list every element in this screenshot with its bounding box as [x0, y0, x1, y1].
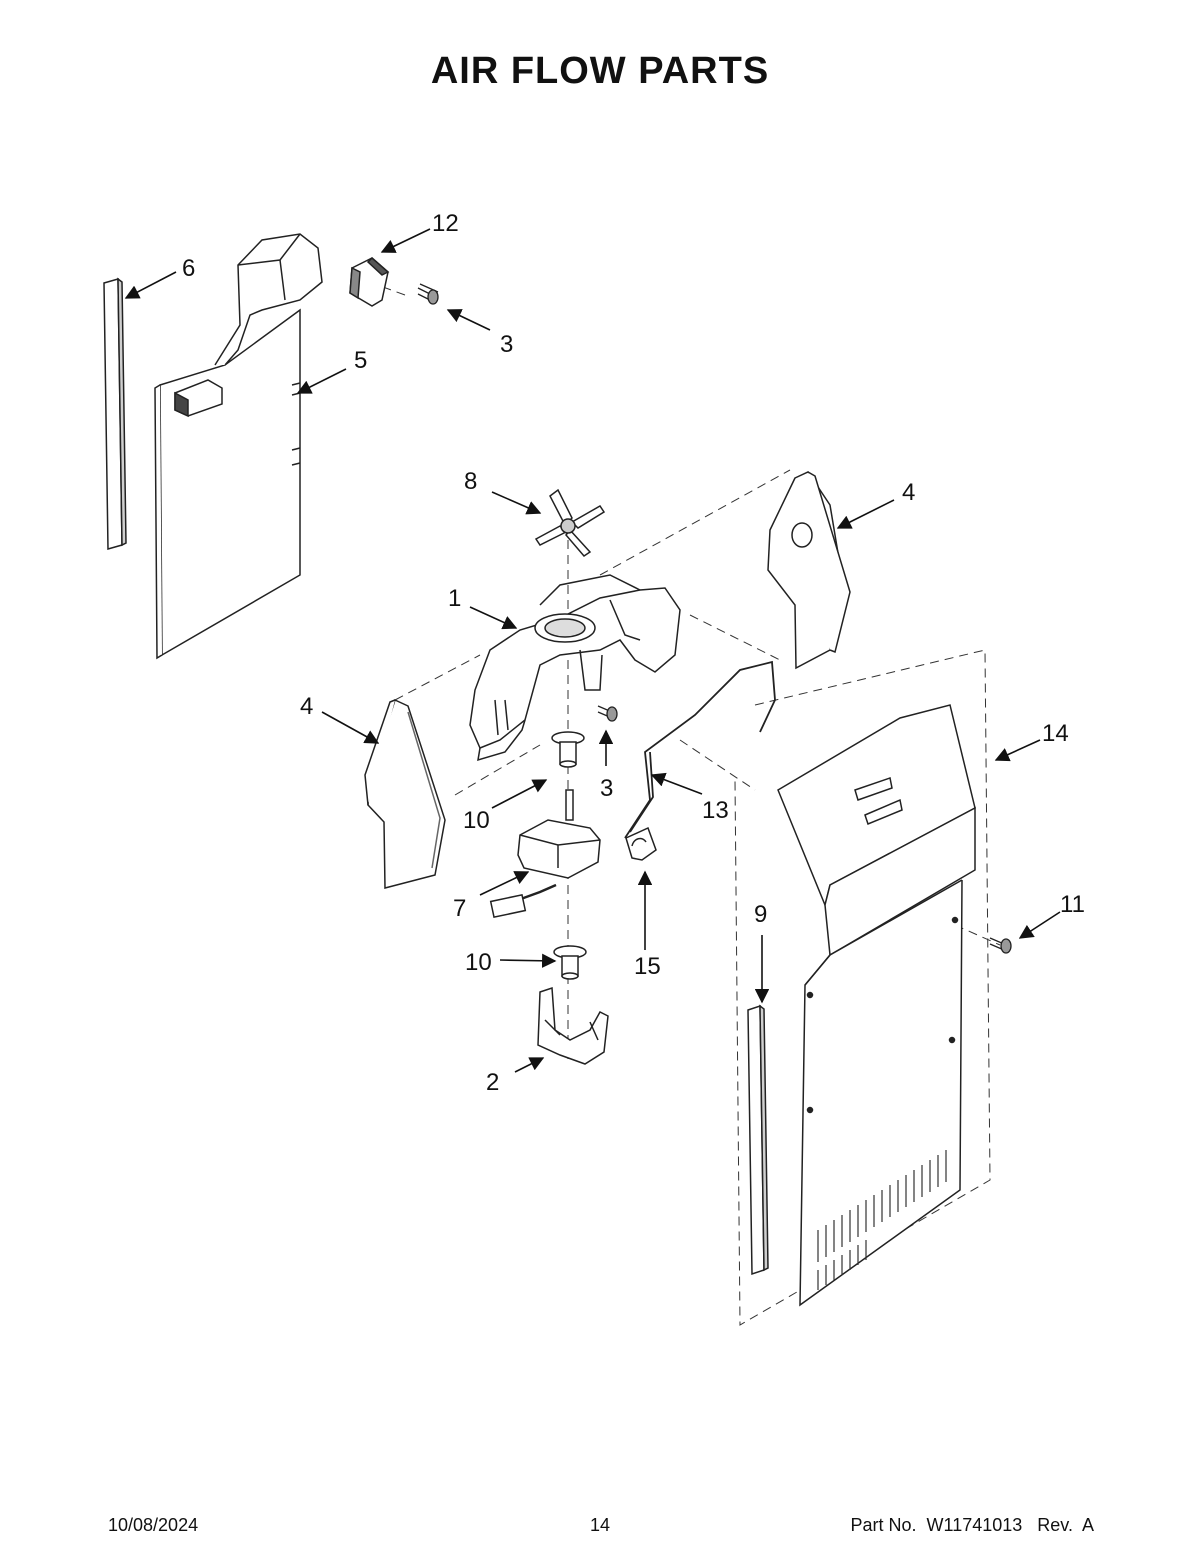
callout-14: 14 [1042, 720, 1069, 747]
callout-1: 1 [448, 585, 461, 612]
part-11-screw [989, 937, 1012, 954]
part-4-baffle-left [364, 698, 446, 889]
callout-6: 6 [182, 255, 195, 282]
part-3-screw-top [417, 283, 439, 305]
part-13-wire-bracket [624, 660, 776, 839]
part-3-screw-mid [597, 705, 618, 722]
callout-5: 5 [354, 347, 367, 374]
footer-date: 10/08/2024 [108, 1515, 199, 1535]
callout-7: 7 [453, 895, 466, 922]
part-14-evaporator-cover [777, 704, 976, 1307]
callout-10-lower: 10 [465, 949, 492, 976]
page-title: AIR FLOW PARTS [430, 50, 770, 92]
part-2-motor-bracket [537, 986, 609, 1065]
callout-12: 12 [432, 210, 459, 237]
callout-labels: 1 2 3 3 4 4 5 6 7 8 9 10 10 11 12 13 14 … [182, 210, 1085, 1096]
part-12-clip [349, 256, 390, 307]
vent-slots [817, 1150, 947, 1290]
part-1-fan-housing [469, 574, 681, 762]
callout-10-upper: 10 [463, 807, 490, 834]
part-5-air-duct-panel [154, 233, 323, 660]
callout-4-left: 4 [300, 693, 313, 720]
footer-page-number: 14 [589, 1515, 611, 1535]
callout-4-right: 4 [902, 479, 915, 506]
callout-13: 13 [702, 797, 729, 824]
callout-15: 15 [634, 953, 661, 980]
callout-11: 11 [1060, 891, 1085, 918]
callout-arrows [124, 228, 1061, 1073]
callout-9: 9 [754, 901, 767, 928]
callout-3-mid: 3 [600, 775, 613, 802]
callout-2: 2 [486, 1069, 499, 1096]
part-9-seal-strip [747, 1004, 769, 1276]
callout-8: 8 [464, 468, 477, 495]
callout-3-top: 3 [500, 331, 513, 358]
part-7-fan-motor [489, 789, 601, 919]
part-4-baffle-right [767, 471, 851, 670]
part-8-fan-blade [534, 488, 606, 557]
part-10-grommet-upper [551, 731, 585, 768]
part-10-grommet-lower [553, 945, 587, 980]
part-15-clip [625, 826, 657, 861]
part-6-seal-strip [103, 277, 127, 550]
footer-part-number: Part No. W11741013 Rev. A [850, 1515, 1094, 1535]
